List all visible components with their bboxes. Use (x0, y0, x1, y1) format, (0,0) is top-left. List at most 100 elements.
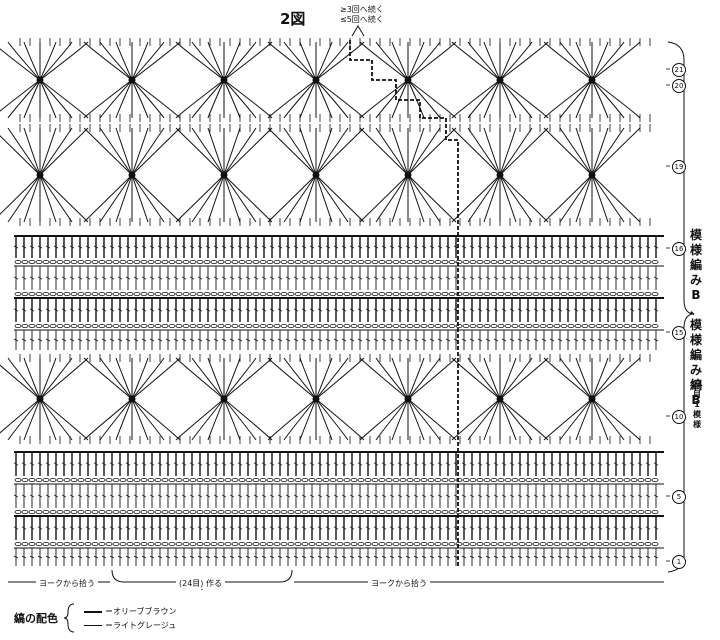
fan-chain-arc (315, 127, 365, 176)
pattern-label-char: B (691, 393, 701, 407)
stitch-crossbar (509, 555, 515, 559)
chain-stitch (105, 323, 113, 328)
chain-stitch (504, 509, 512, 514)
fan-chain-arc (283, 127, 317, 176)
repeat-label-char: 24 (691, 380, 703, 389)
stitch-crossbar (133, 526, 139, 530)
stitch-crossbar (45, 308, 51, 312)
chain-stitch (315, 323, 323, 328)
chain-stitch (434, 477, 442, 482)
stitch-crossbar (645, 245, 651, 249)
stitch-crossbar (509, 494, 515, 498)
stitch-crossbar (93, 494, 99, 498)
chain-stitch (455, 509, 463, 514)
fan-chain-arc (315, 174, 365, 223)
stitch-crossbar (549, 462, 555, 466)
chain-stitch (357, 259, 365, 264)
fan-chain-arc (407, 398, 457, 441)
chain-stitch (455, 542, 463, 547)
chain-stitch (553, 259, 561, 264)
stitch-crossbar (389, 526, 395, 530)
chain-stitch (147, 291, 155, 296)
stitch-crossbar (237, 462, 243, 466)
chain-stitch (574, 542, 582, 547)
fan-chain-arc (0, 79, 41, 112)
stitch-crossbar (461, 462, 467, 466)
fan-chain-arc (131, 79, 181, 119)
fan-chain-arc (375, 41, 409, 81)
chain-stitch (84, 259, 92, 264)
chain-stitch (581, 477, 589, 482)
chain-stitch (490, 259, 498, 264)
chain-stitch (560, 477, 568, 482)
fan-chain-arc (451, 398, 501, 441)
stitch-crossbar (37, 338, 43, 342)
stitch-crossbar (445, 276, 451, 280)
chain-stitch (553, 291, 561, 296)
chain-stitch (182, 477, 190, 482)
bottom-label-center: (24目) 作る (176, 578, 225, 589)
stitch-crossbar (61, 276, 67, 280)
chain-stitch (126, 509, 134, 514)
stitch-crossbar (605, 526, 611, 530)
stitch-crossbar (429, 245, 435, 249)
stitch-crossbar (445, 338, 451, 342)
stitch-crossbar (605, 462, 611, 466)
stitch-crossbar (333, 494, 339, 498)
stitch-crossbar (501, 555, 507, 559)
fan-chain-arc (39, 398, 57, 441)
stitch-crossbar (21, 308, 27, 312)
chain-stitch (371, 542, 379, 547)
chain-stitch (546, 477, 554, 482)
chain-stitch (567, 542, 575, 547)
stitch-crossbar (341, 462, 347, 466)
stitch-crossbar (573, 462, 579, 466)
chain-stitch (308, 509, 316, 514)
chain-stitch (623, 259, 631, 264)
chain-stitch (77, 323, 85, 328)
chain-stitch (315, 509, 323, 514)
chain-stitch (434, 291, 442, 296)
chain-stitch (91, 542, 99, 547)
dc-stitch-block (13, 547, 664, 566)
stitch-crossbar (461, 276, 467, 280)
fan-chain-arc (175, 174, 225, 223)
stitch-crossbar (413, 462, 419, 466)
chain-stitch (28, 259, 36, 264)
chain-stitch (644, 477, 652, 482)
chain-stitch (147, 509, 155, 514)
stitch-crossbar (453, 494, 459, 498)
stitch-crossbar (61, 494, 67, 498)
stitch-crossbar (85, 555, 91, 559)
stitch-crossbar (469, 462, 475, 466)
stitch-crossbar (477, 245, 483, 249)
chain-stitch (245, 542, 253, 547)
chain-stitch (644, 259, 652, 264)
fan-chain-arc (499, 41, 533, 81)
chain-stitch (224, 291, 232, 296)
fan-chain-arc (315, 398, 349, 441)
chain-stitch (224, 323, 232, 328)
fan-chain-arc (499, 398, 533, 441)
stitch-crossbar (221, 308, 227, 312)
chain-stitch (483, 291, 491, 296)
chain-stitch (168, 291, 176, 296)
stitch-crossbar (317, 555, 323, 559)
legend-title: 縞の配色 (14, 612, 58, 625)
fan-chain-arc (591, 41, 625, 81)
stitch-crossbar (509, 276, 515, 280)
chain-stitch (182, 509, 190, 514)
chain-stitch (70, 509, 78, 514)
stitch-crossbar (413, 308, 419, 312)
stitch-crossbar (117, 308, 123, 312)
chain-stitch (637, 477, 645, 482)
stitch-crossbar (253, 494, 259, 498)
stitch-crossbar (317, 308, 323, 312)
stitch-crossbar (61, 526, 67, 530)
fan-chain-arc (315, 357, 333, 400)
chain-stitch (637, 291, 645, 296)
stitch-crossbar (149, 276, 155, 280)
chain-stitch (630, 259, 638, 264)
chain-stitch (42, 509, 50, 514)
chain-stitch (420, 477, 428, 482)
